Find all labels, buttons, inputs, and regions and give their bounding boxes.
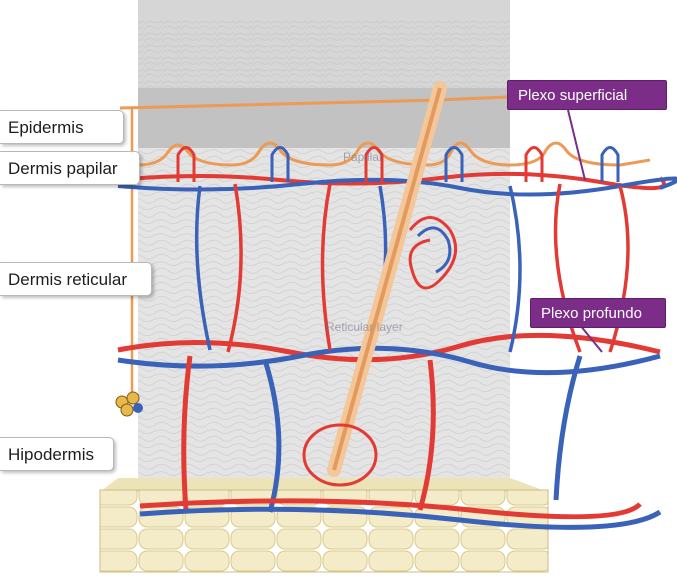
gland-vessels [408, 216, 458, 290]
papillary-faint-label: Papillar [343, 150, 384, 164]
papillary-border-line [137, 141, 651, 167]
epidermis-band [138, 88, 510, 148]
label-reticular-dermis: Dermis reticular [0, 262, 152, 296]
capillary-loops [176, 146, 620, 182]
hypodermis-top-face [100, 478, 548, 492]
deep-plexus-pointer [579, 324, 603, 353]
hypodermal-vessels [139, 355, 662, 530]
gland-vessels-vein [416, 226, 452, 274]
label-hypodermis: Hipodermis [0, 437, 114, 471]
label-superficial-plexus: Plexo superficial [507, 80, 667, 110]
superficial-vein [117, 176, 677, 197]
hair-bulb [302, 423, 378, 487]
hair-shaft-core [332, 87, 442, 471]
label-papillary-dermis: Dermis papilar [0, 151, 140, 185]
sweat-gland [115, 391, 143, 417]
reticular-faint-label: Reticular layer [326, 320, 403, 334]
label-deep-plexus: Plexo profundo [530, 298, 666, 328]
deep-vein [117, 345, 661, 376]
deep-artery [117, 332, 661, 363]
stratum-corneum-texture [138, 20, 510, 90]
label-epidermis: Epidermis [0, 110, 124, 144]
superficial-plexus-pointer [567, 109, 586, 181]
